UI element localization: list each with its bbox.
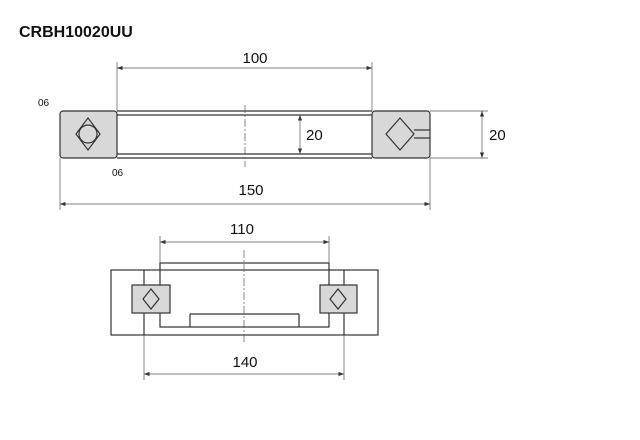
right-roller-icon [385,117,415,151]
mounting-view: 110 140 [110,221,379,380]
top-section-view: 100 20 20 150 06 06 [38,50,506,210]
left-ring-section [59,110,118,159]
part-number-title: CRBH10020UU [19,24,133,41]
dim-outer-width: 20 [489,127,506,144]
left-roller-icon [75,117,101,151]
dim-inner-width: 20 [306,127,323,144]
dim-housing-diameter: 140 [232,354,257,371]
chamfer-label-top: 06 [38,98,50,109]
shaft-outline [159,262,330,328]
dim-outer-diameter: 150 [238,182,263,199]
right-ring-section [371,110,431,159]
dim-inner-diameter: 100 [242,50,267,67]
chamfer-label-bottom: 06 [112,168,124,179]
housing-outline [110,269,379,336]
dim-shaft-diameter: 110 [230,221,254,238]
